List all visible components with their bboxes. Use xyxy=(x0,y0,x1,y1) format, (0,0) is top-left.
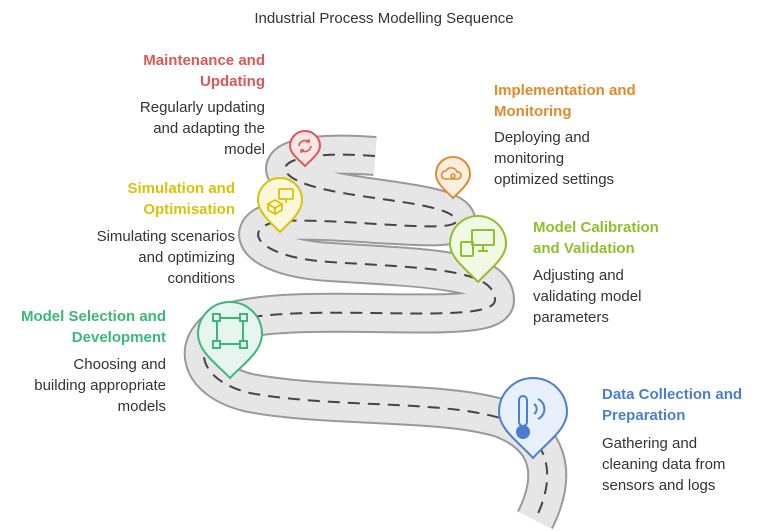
monitor-icon xyxy=(460,229,495,257)
step-desc-implementation: Deploying and monitoring optimized setti… xyxy=(494,129,615,188)
step-desc-maintenance: Regularly updating and adapting the mode… xyxy=(139,99,265,158)
step-title-data-collection: Data Collection and Preparation xyxy=(602,386,743,424)
step-title-maintenance: Maintenance and Updating xyxy=(143,52,265,90)
marker-model-selection xyxy=(196,301,264,380)
thermometer-icon xyxy=(516,395,546,439)
step-desc-simulation: Simulating scenarios and optimizing cond… xyxy=(96,228,235,287)
marker-maintenance xyxy=(288,130,322,168)
vector-square-icon xyxy=(212,313,248,349)
marker-data-collection xyxy=(497,377,569,460)
simulation-icon xyxy=(266,188,294,216)
step-desc-calibration: Adjusting and validating model parameter… xyxy=(533,267,642,326)
marker-simulation xyxy=(256,177,304,234)
step-title-calibration: Model Calibration and Validation xyxy=(533,219,659,257)
step-desc-data-collection: Gathering and cleaning data from sensors… xyxy=(602,435,726,494)
step-title-implementation: Implementation and Monitoring xyxy=(494,82,636,120)
marker-model-calibration xyxy=(448,215,508,284)
diagram-title: Industrial Process Modelling Sequence xyxy=(254,10,514,27)
step-title-simulation: Simulation and Optimisation xyxy=(127,180,235,218)
marker-implementation xyxy=(434,156,472,200)
refresh-icon xyxy=(298,139,312,153)
cloud-settings-icon xyxy=(440,167,462,180)
step-desc-model-selection: Choosing and building appropriate models xyxy=(34,356,166,415)
step-title-model-selection: Model Selection and Development xyxy=(20,308,166,346)
